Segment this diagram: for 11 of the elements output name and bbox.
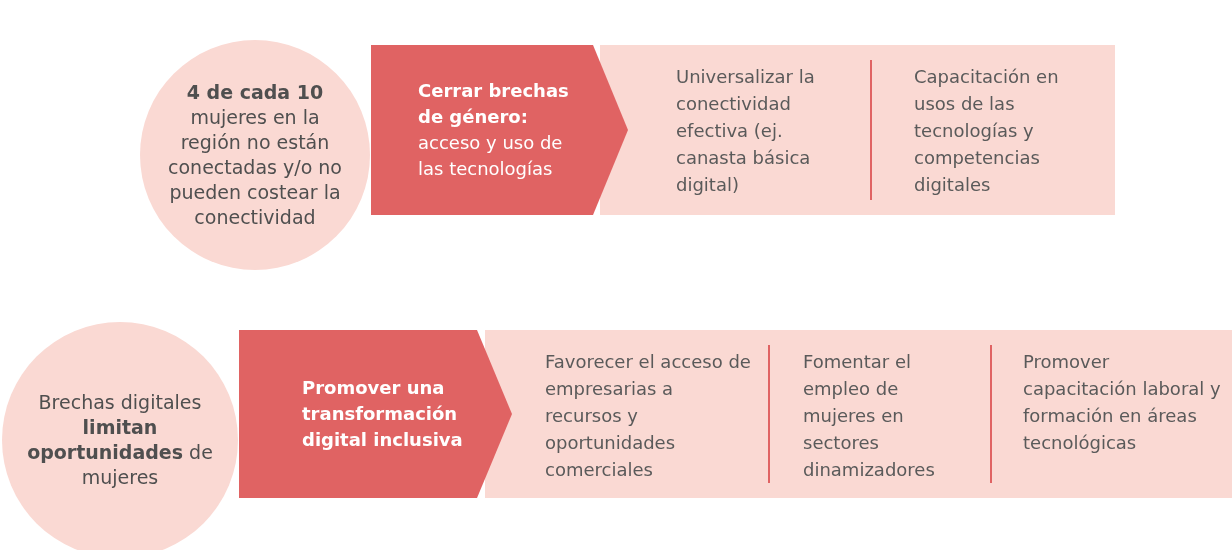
- action-text: Universalizar la conectividad efectiva (ej. canasta básica digital): [676, 65, 816, 197]
- action-text: Fomentar el empleo de mujeres en sectores dinamizadores: [803, 350, 936, 482]
- chevron-shape: [239, 330, 512, 498]
- chevron-text: Promover una transformación digital inclusiva: [302, 376, 464, 452]
- circle-text: Brechas digitales limitan oportunidades de mujeres: [26, 390, 214, 490]
- action-text: Promover capacitación laboral y formación en áreas tecnológicas: [1023, 350, 1222, 455]
- chevron-text: Cerrar brechas de género: acceso y uso de las tecnologías: [418, 79, 570, 181]
- circle-text: 4 de cada 10 mujeres en la región no están conectadas y/o no pueden costear la conectividad: [167, 80, 343, 230]
- chevron-shape: [371, 45, 628, 215]
- action-text: Favorecer el acceso de empresarias a recursos y oportunidades comerciales: [545, 350, 752, 482]
- action-text: Capacitación en usos de las tecnologías y competencias digitales: [914, 65, 1060, 197]
